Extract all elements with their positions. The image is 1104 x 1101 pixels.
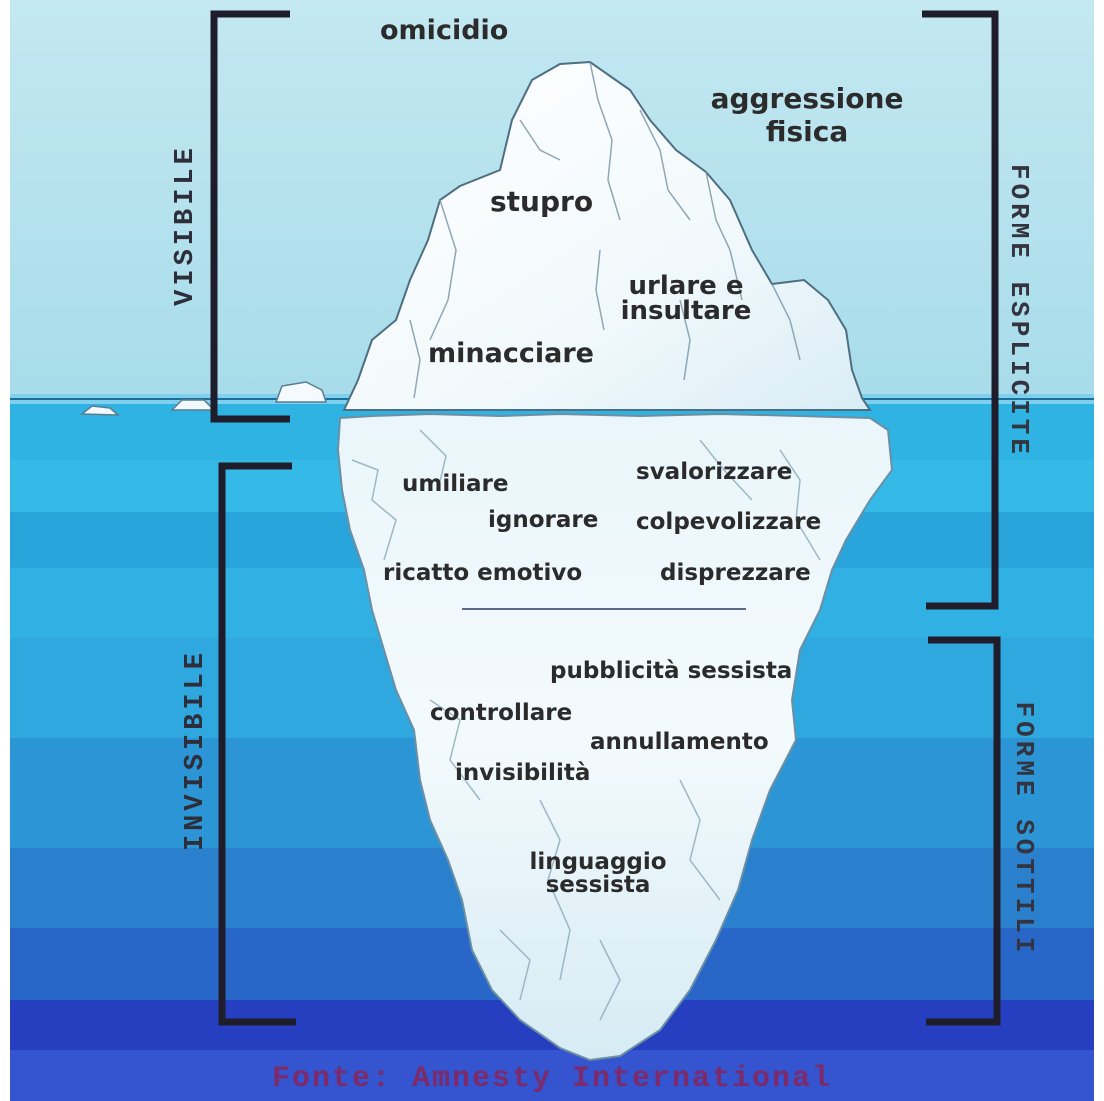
label-pubblicita-sessista: pubblicità sessista: [550, 660, 792, 683]
label-ricatto-emotivo: ricatto emotivo: [383, 562, 582, 585]
label-colpevolizzare: colpevolizzare: [636, 511, 821, 534]
margin-left: [0, 0, 10, 1101]
label-aggressione: aggressione fisica: [702, 82, 912, 148]
label-linguaggio-line-2: sessista: [520, 874, 676, 897]
label-urlare: urlare e insultare: [598, 274, 774, 324]
label-aggressione-line-1: aggressione: [702, 82, 912, 115]
label-omicidio: omicidio: [380, 17, 508, 44]
label-stupro: stupro: [490, 188, 593, 216]
label-forme-sottili: FORME SOTTILI: [1009, 679, 1039, 979]
label-aggressione-line-2: fisica: [702, 115, 912, 148]
label-annullamento: annullamento: [590, 731, 769, 754]
margin-right: [1094, 0, 1104, 1101]
label-linguaggio-line-1: linguaggio: [520, 851, 676, 874]
label-forme-esplicite: FORME ESPLICITE: [1004, 121, 1034, 501]
label-visibile: VISIBILE: [171, 125, 201, 325]
label-linguaggio-sessista: linguaggio sessista: [520, 851, 676, 897]
label-invisibilita: invisibilità: [455, 762, 590, 785]
label-ignorare: ignorare: [488, 509, 598, 532]
label-umiliare: umiliare: [402, 473, 508, 496]
label-minacciare: minacciare: [428, 340, 594, 367]
label-controllare: controllare: [430, 702, 572, 725]
label-svalorizzare: svalorizzare: [636, 461, 792, 484]
label-urlare-line-2: insultare: [598, 299, 774, 324]
label-disprezzare: disprezzare: [660, 562, 811, 585]
source-credit: Fonte: Amnesty International: [0, 1062, 1104, 1096]
label-invisibile: INVISIBILE: [181, 600, 211, 900]
